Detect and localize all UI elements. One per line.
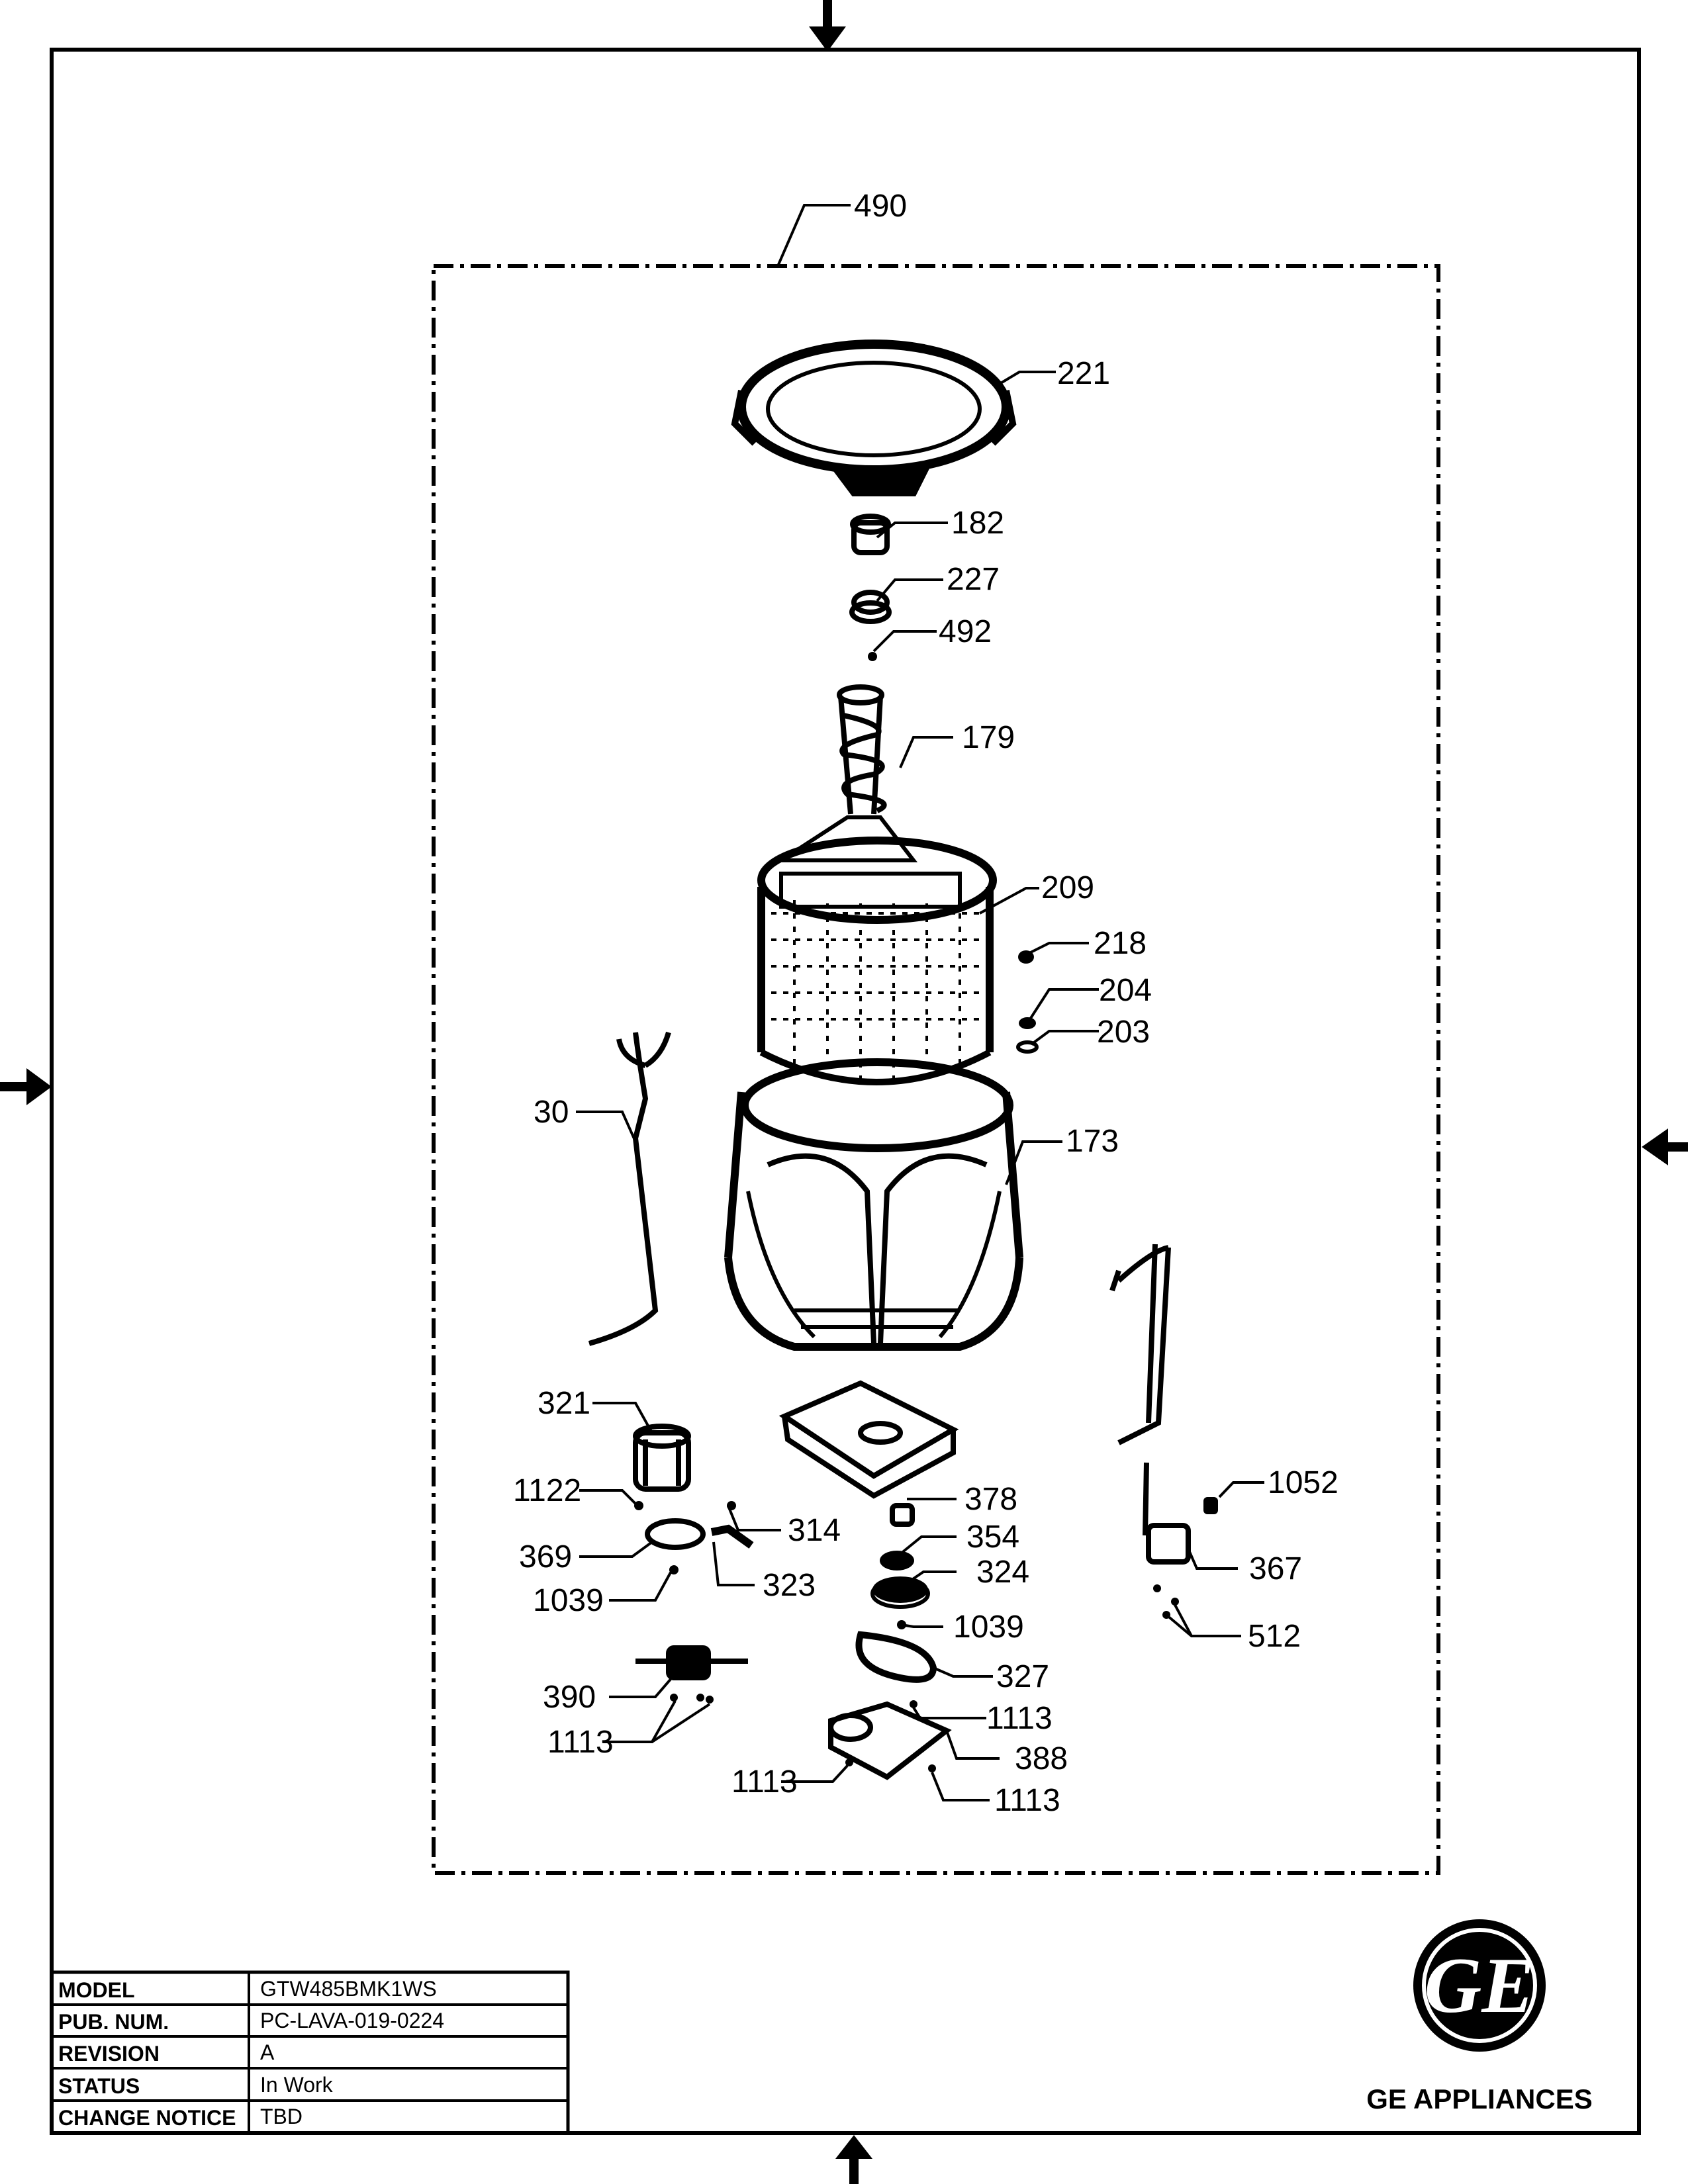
- part-bolt-1122: [634, 1501, 643, 1510]
- callout-324: 324: [976, 1555, 1029, 1590]
- part-belt: [855, 1631, 937, 1683]
- callout-321: 321: [538, 1386, 590, 1421]
- part-pulley: [645, 1518, 706, 1550]
- callout-1113-plate-top: 1113: [986, 1701, 1053, 1736]
- part-tub-ring: [731, 340, 1017, 496]
- callout-30: 30: [534, 1095, 569, 1130]
- part-gear-case: [778, 1380, 959, 1499]
- part-screw-512-a: [1153, 1584, 1161, 1592]
- part-bolt-1039-center: [897, 1620, 906, 1629]
- callout-327: 327: [996, 1659, 1049, 1694]
- registration-arrow-top: [809, 0, 846, 52]
- callout-512: 512: [1248, 1619, 1301, 1654]
- title-block-label-change-notice: CHANGE NOTICE: [58, 2106, 236, 2130]
- part-auger: [837, 684, 887, 815]
- title-block-label-revision: REVISION: [58, 2042, 160, 2066]
- callout-492: 492: [939, 614, 992, 649]
- part-screw: [868, 652, 877, 661]
- callout-354: 354: [966, 1520, 1019, 1555]
- part-drain-hose: [1109, 1244, 1171, 1445]
- ge-logo-monogram: GE: [1425, 1941, 1535, 2029]
- callout-367: 367: [1249, 1551, 1302, 1586]
- part-outer-tub: [724, 1058, 1023, 1351]
- part-screw-512-c: [1171, 1598, 1179, 1606]
- part-screw-1113-b: [696, 1694, 704, 1702]
- callout-388: 388: [1015, 1741, 1068, 1776]
- registration-arrow-right: [1642, 1128, 1688, 1165]
- page-border: [50, 48, 1641, 2135]
- part-screw-1113-a: [670, 1694, 678, 1702]
- part-washer-203: [1016, 1040, 1039, 1054]
- part-screw-1113-f: [928, 1764, 936, 1772]
- part-bracket: [710, 1524, 754, 1549]
- callout-490: 490: [854, 189, 907, 224]
- registration-arrow-bottom: [835, 2135, 872, 2184]
- callout-209: 209: [1041, 870, 1094, 905]
- title-block: MODEL GTW485BMK1WS PUB. NUM. PC-LAVA-019…: [50, 1970, 570, 2135]
- callout-179: 179: [962, 720, 1015, 755]
- part-spacer-354: [880, 1551, 914, 1570]
- callout-182: 182: [951, 506, 1004, 541]
- callout-1113-plate-right: 1113: [994, 1783, 1060, 1818]
- brand-name: GE APPLIANCES: [1366, 2083, 1593, 2115]
- title-block-value-status: In Work: [260, 2073, 334, 2097]
- callout-378: 378: [964, 1482, 1017, 1517]
- callout-1039-left: 1039: [533, 1583, 604, 1618]
- part-coupler-378: [890, 1503, 915, 1527]
- part-screw-1113-d: [910, 1700, 917, 1708]
- callout-1113-pump: 1113: [547, 1725, 614, 1760]
- part-base-plate: [828, 1701, 952, 1780]
- callout-227: 227: [947, 562, 1000, 597]
- title-block-value-change-notice: TBD: [260, 2105, 303, 2128]
- title-block-label-pub-num: PUB. NUM.: [58, 2010, 169, 2034]
- callout-218: 218: [1094, 926, 1147, 961]
- part-pulley-324: [870, 1576, 930, 1609]
- callout-369: 369: [519, 1539, 572, 1574]
- callout-204: 204: [1099, 973, 1152, 1008]
- part-cap: [850, 514, 891, 555]
- callout-203: 203: [1097, 1015, 1150, 1050]
- title-block-label-status: STATUS: [58, 2074, 140, 2098]
- title-block-value-pub-num: PC-LAVA-019-0224: [260, 2009, 444, 2032]
- part-plug-1052: [1203, 1497, 1218, 1514]
- ge-logo: GE: [1413, 1919, 1546, 2052]
- callout-1039-center: 1039: [953, 1610, 1024, 1645]
- part-bolt-1039-left: [669, 1565, 679, 1574]
- leader-lines: [576, 204, 1264, 1801]
- callout-1052: 1052: [1268, 1465, 1338, 1500]
- callout-314: 314: [788, 1513, 841, 1548]
- part-seal: [849, 590, 892, 624]
- part-hose-harness: [588, 1031, 671, 1346]
- part-washer-204: [1019, 1017, 1036, 1029]
- part-screw-1113-e: [845, 1758, 853, 1766]
- part-wash-basket: [757, 815, 997, 1085]
- part-pump: [635, 1645, 748, 1680]
- part-screw-1113-c: [706, 1696, 714, 1704]
- callout-221: 221: [1057, 356, 1110, 391]
- part-valve: [1143, 1462, 1191, 1565]
- assembly-boundary: [432, 264, 1440, 1875]
- registration-arrow-left: [0, 1068, 52, 1105]
- callout-323: 323: [763, 1568, 816, 1603]
- callout-1113-plate-left: 1113: [731, 1764, 798, 1799]
- callout-390: 390: [543, 1680, 596, 1715]
- callout-173: 173: [1066, 1124, 1119, 1159]
- callout-1122: 1122: [513, 1473, 581, 1508]
- title-block-value-model: GTW485BMK1WS: [260, 1977, 437, 2001]
- title-block-label-model: MODEL: [58, 1978, 135, 2002]
- part-motor: [633, 1424, 691, 1492]
- title-block-value-revision: A: [260, 2040, 275, 2064]
